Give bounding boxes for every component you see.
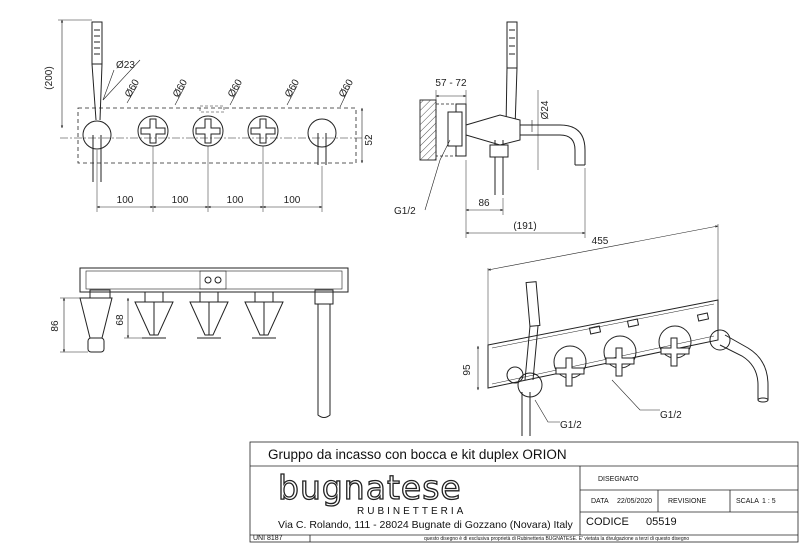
side-spout (520, 124, 586, 165)
side-dim-86: 86 (478, 198, 490, 209)
front-dim-d60-5: Ø60 (337, 77, 356, 99)
iso-spout (719, 334, 769, 400)
top-spout (317, 304, 331, 418)
side-wall-hatch (419, 99, 437, 161)
data-value: 22/05/2020 (617, 498, 653, 505)
side-dim-g12: G1/2 (394, 206, 416, 217)
scala-label: SCALA (736, 498, 759, 505)
side-dim-57-72: 57 - 72 (435, 78, 467, 89)
front-cross-handle-1 (137, 115, 169, 147)
top-cone-2 (189, 291, 229, 339)
front-dim-100-2: 100 (172, 195, 189, 206)
front-dim-d60-4: Ø60 (283, 77, 302, 99)
front-dim-d60-2: Ø60 (171, 77, 190, 99)
disegnato-label: DISEGNATO (598, 476, 639, 483)
top-cone-3 (244, 291, 284, 339)
side-hand-shower (506, 21, 518, 69)
drawing-title: Gruppo da incasso con bocca e kit duplex… (268, 447, 567, 462)
iso-cross-handle-3 (658, 325, 692, 367)
front-dim-200: (200) (44, 66, 55, 89)
front-diverter-knob (82, 120, 112, 150)
front-dim-d60-3: Ø60 (226, 77, 245, 99)
front-cross-handle-3 (247, 115, 279, 147)
iso-plate (487, 299, 719, 389)
front-dim-d60-1: Ø60 (123, 77, 142, 99)
top-shower-holder (79, 297, 113, 339)
iso-dim-455: 455 (592, 236, 609, 247)
side-view (419, 21, 586, 238)
top-view (60, 267, 349, 418)
data-label: DATA (591, 498, 609, 505)
revisione-label: REVISIONE (668, 498, 707, 505)
top-plate (79, 267, 349, 293)
iso-cross-handle-2 (603, 335, 637, 377)
front-spout-knob (307, 118, 337, 148)
front-dim-100-3: 100 (227, 195, 244, 206)
front-plate-outline (77, 107, 357, 164)
side-dim-191: (191) (513, 221, 536, 232)
uni-standard: UNI 8187 (253, 535, 283, 542)
codice-label: CODICE (586, 516, 629, 528)
front-hand-shower (91, 21, 103, 65)
iso-dim-95: 95 (462, 364, 473, 376)
front-dim-100-1: 100 (117, 195, 134, 206)
codice-value: 05519 (646, 516, 677, 528)
company-address: Via C. Rolando, 111 - 28024 Bugnate di G… (278, 519, 573, 531)
front-cross-handle-2 (192, 115, 224, 147)
iso-dim-g12-b: G1/2 (660, 410, 682, 421)
front-dim-100-4: 100 (284, 195, 301, 206)
scala-value: 1 : 5 (762, 498, 776, 505)
brand-logo: bugnatese (277, 467, 462, 507)
front-dim-52: 52 (364, 134, 375, 146)
top-dim-86: 86 (50, 320, 61, 332)
top-cone-1 (134, 291, 174, 339)
iso-cross-handle-1 (553, 345, 587, 387)
side-dim-d24: Ø24 (540, 100, 551, 119)
brand-subtitle: RUBINETTERIA (357, 506, 467, 517)
iso-view (476, 224, 769, 436)
iso-dim-g12-a: G1/2 (560, 420, 582, 431)
iso-hand-shower (525, 281, 541, 327)
front-dim-d23: Ø23 (116, 60, 135, 71)
copyright-disclaimer: questo disegno è di esclusiva proprietà … (424, 536, 690, 542)
front-view (58, 19, 370, 212)
title-block (249, 441, 799, 543)
top-dim-68: 68 (115, 314, 126, 326)
